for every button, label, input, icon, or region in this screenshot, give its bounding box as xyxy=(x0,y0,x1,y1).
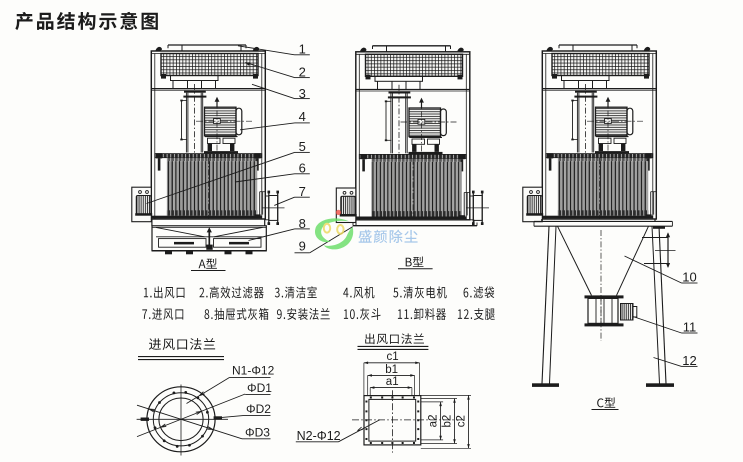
svg-text:8: 8 xyxy=(299,216,306,231)
svg-text:2: 2 xyxy=(299,65,306,80)
svg-text:7: 7 xyxy=(299,184,306,199)
svg-text:ΦD2: ΦD2 xyxy=(246,402,271,416)
svg-text:4: 4 xyxy=(299,109,306,124)
svg-text:ΦD3: ΦD3 xyxy=(245,425,270,439)
svg-text:a1: a1 xyxy=(386,376,399,388)
svg-text:9: 9 xyxy=(299,239,306,254)
svg-text:c1: c1 xyxy=(387,351,399,363)
svg-text:11: 11 xyxy=(683,320,697,335)
svg-text:1: 1 xyxy=(299,42,306,57)
svg-text:b2: b2 xyxy=(442,415,454,428)
svg-text:c2: c2 xyxy=(455,415,467,427)
svg-text:b1: b1 xyxy=(385,364,398,376)
svg-text:5: 5 xyxy=(299,139,306,154)
svg-text:10: 10 xyxy=(682,270,696,285)
svg-text:N1-Φ12: N1-Φ12 xyxy=(232,364,275,378)
svg-text:ΦD1: ΦD1 xyxy=(247,381,272,395)
svg-text:12: 12 xyxy=(682,353,696,368)
svg-text:N2-Φ12: N2-Φ12 xyxy=(297,429,341,443)
svg-text:6: 6 xyxy=(299,161,306,176)
svg-text:3: 3 xyxy=(299,86,306,101)
svg-text:a2: a2 xyxy=(428,415,440,428)
